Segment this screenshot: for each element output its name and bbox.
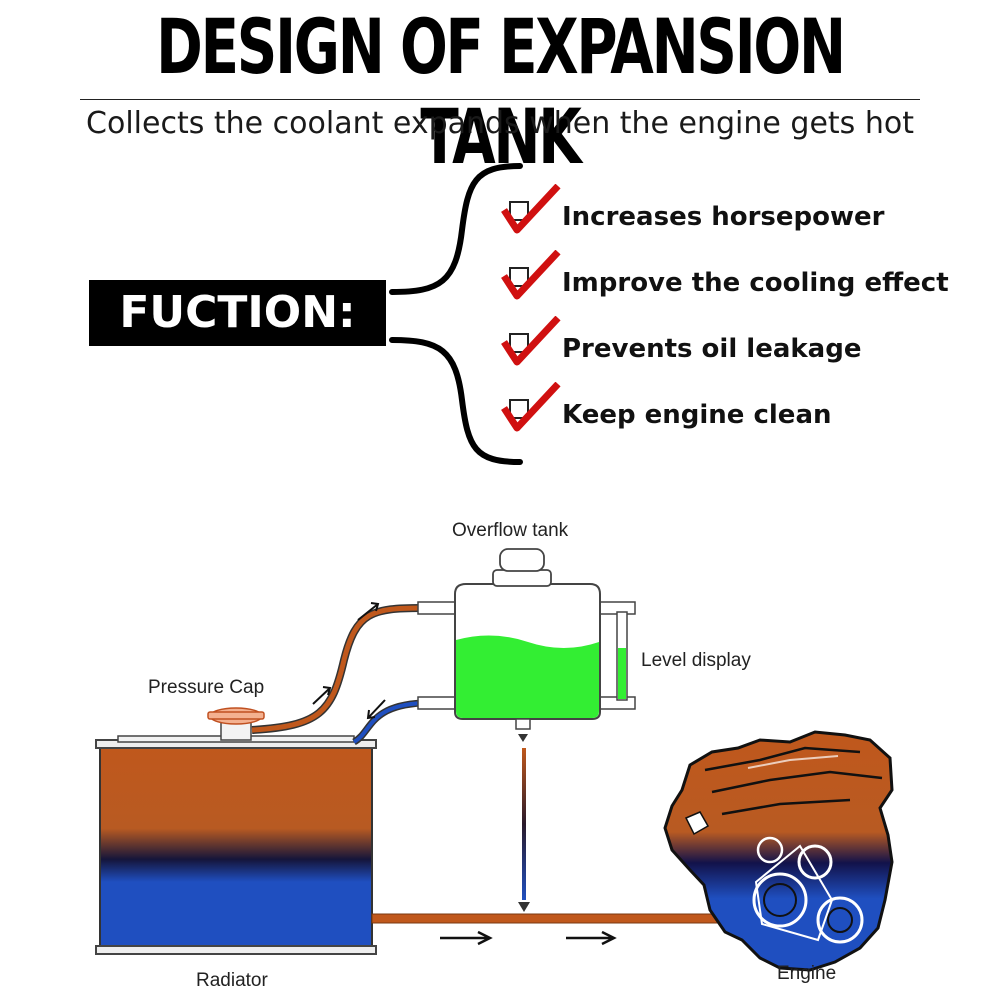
red-checkmark-icon — [501, 316, 561, 366]
flow-arrow-icon — [566, 930, 617, 946]
function-item-oil-leakage: Prevents oil leakage — [500, 316, 980, 384]
radiator-label: Radiator — [196, 970, 268, 991]
function-label: FUCTION: — [119, 287, 356, 338]
function-item-label: Increases horsepower — [562, 202, 885, 232]
overflow-tank — [417, 548, 636, 742]
overflow-tank-label: Overflow tank — [452, 520, 569, 541]
engine-label: Engine — [777, 963, 837, 984]
function-item-clean: Keep engine clean — [500, 382, 980, 450]
title-divider — [80, 99, 920, 100]
function-item-label: Prevents oil leakage — [562, 334, 862, 364]
pressure-cap-label: Pressure Cap — [148, 677, 265, 698]
function-item-horsepower: Increases horsepower — [500, 184, 980, 252]
function-item-label: Improve the cooling effect — [562, 268, 949, 298]
pressure-cap — [207, 707, 265, 741]
red-checkmark-icon — [501, 184, 561, 234]
page-subtitle: Collects the coolant expands when the en… — [86, 106, 914, 141]
function-item-cooling: Improve the cooling effect — [500, 250, 980, 318]
radiator — [95, 735, 377, 955]
function-item-label: Keep engine clean — [562, 400, 832, 430]
flow-arrow-icon — [312, 686, 332, 705]
level-display-label: Level display — [641, 650, 751, 671]
lower-hose — [371, 913, 723, 924]
flow-arrow-icon — [440, 930, 493, 946]
flow-arrow-icon — [366, 699, 386, 720]
function-label-box: FUCTION: — [89, 280, 386, 346]
drain-tube — [522, 748, 526, 900]
hot-overflow-hose — [251, 604, 423, 734]
curly-brace-icon — [389, 163, 523, 465]
red-checkmark-icon — [501, 250, 561, 300]
page-title: DESIGN OF EXPANSION TANK — [156, 2, 846, 181]
flow-arrow-icon — [357, 602, 380, 621]
cooling-system-diagram — [95, 548, 894, 972]
engine — [663, 730, 894, 972]
red-checkmark-icon — [501, 382, 561, 432]
level-display-gauge — [616, 611, 628, 701]
